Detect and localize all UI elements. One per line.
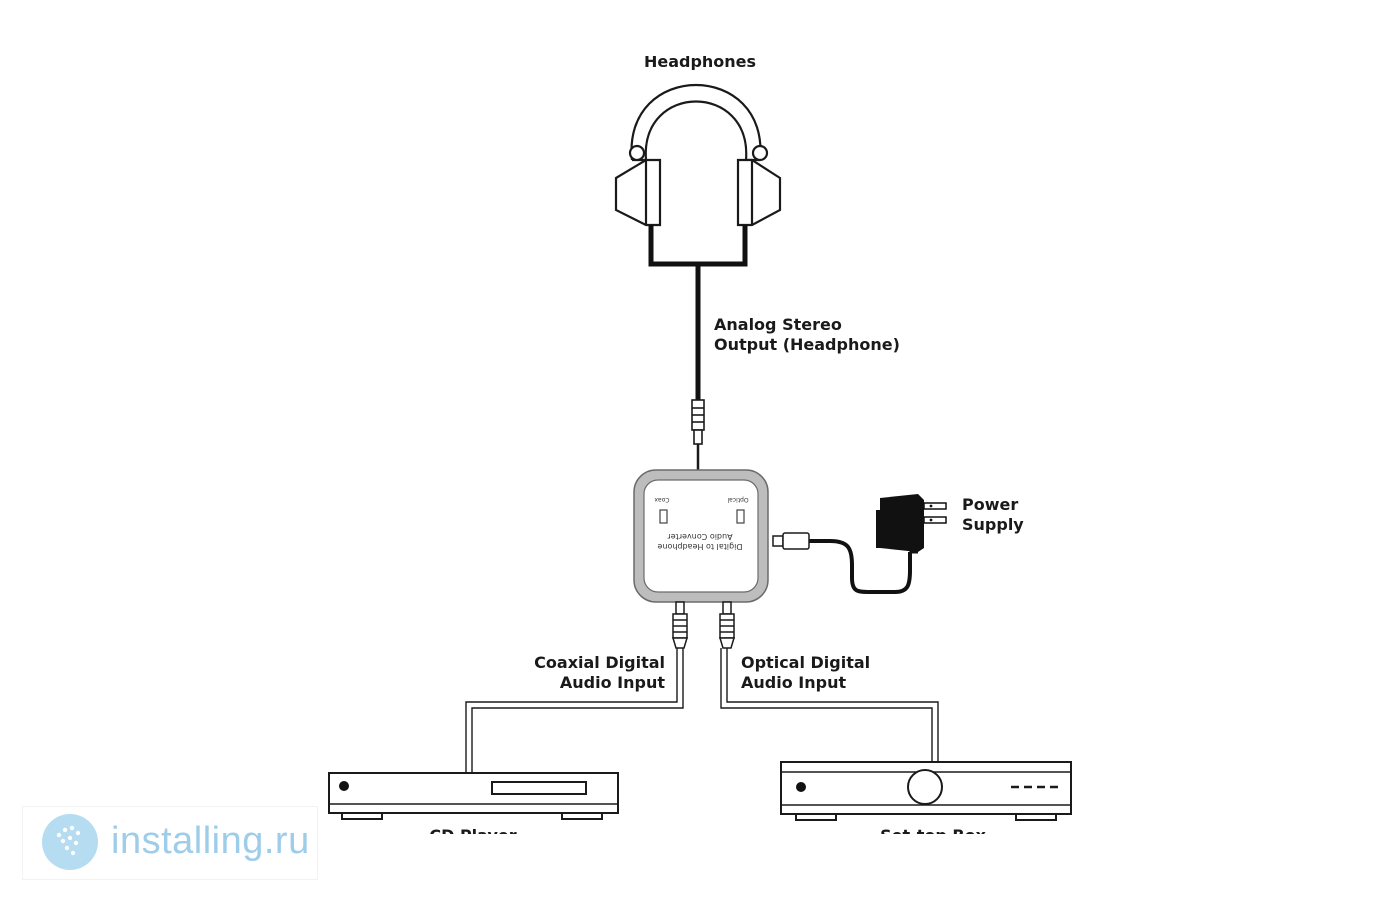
optical-input-label-line2: Audio Input — [741, 673, 847, 692]
watermark-text: installing.ru — [111, 820, 310, 862]
headphone-jack-icon — [691, 399, 705, 470]
optical-input-label-line1: Optical Digital — [741, 653, 871, 672]
cd-player-icon — [328, 772, 619, 820]
headphone-cable — [648, 225, 748, 400]
watermark: installing.ru — [22, 806, 318, 880]
analog-output-label-line1: Analog Stereo — [714, 315, 842, 334]
coaxial-cable — [465, 648, 684, 773]
watermark-logo-icon — [42, 814, 98, 870]
device-port-coax: Coax — [654, 496, 670, 503]
coaxial-connector-icon — [671, 601, 689, 649]
optical-cable — [720, 648, 939, 762]
power-supply-label-line2: Supply — [962, 515, 1024, 534]
power-supply-label-line1: Power — [962, 495, 1019, 514]
set-top-box-icon — [780, 761, 1072, 821]
dc-plug-icon — [772, 532, 810, 550]
headphones-icon — [614, 84, 782, 227]
coaxial-input-label-line2: Audio Input — [559, 673, 665, 692]
device-name-line1: Digital to Headphone — [657, 542, 742, 551]
power-adapter-icon — [876, 494, 947, 554]
device-port-optical: Optical — [727, 496, 749, 503]
converter-device: Digital to Headphone Audio Converter Coa… — [633, 469, 769, 603]
coaxial-input-label-line1: Coaxial Digital — [534, 653, 665, 672]
optical-connector-icon — [718, 601, 736, 649]
analog-output-label-line2: Output (Headphone) — [714, 335, 900, 354]
power-cable — [808, 539, 912, 594]
cd-player-label: CD Player — [393, 826, 553, 834]
headphones-label: Headphones — [643, 56, 757, 70]
set-top-box-label: Set-top Box — [853, 826, 1013, 834]
device-name-line2: Audio Converter — [667, 532, 733, 541]
